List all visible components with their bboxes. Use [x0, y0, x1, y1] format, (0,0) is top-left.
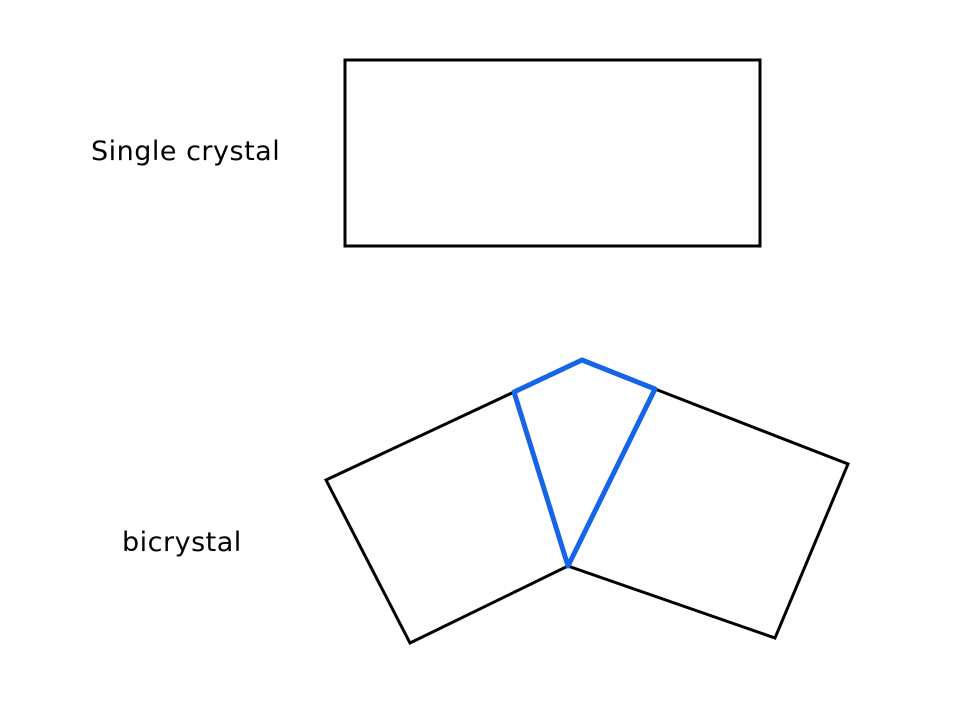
- right-grain: [565, 387, 850, 640]
- single-crystal-rectangle: [343, 58, 762, 248]
- grain-boundary-wedge: [511, 357, 658, 569]
- bicrystal-label: bicrystal: [122, 527, 242, 558]
- wedge-top-edge: [513, 358, 656, 394]
- single-crystal-label: Single crystal: [91, 136, 281, 167]
- left-grain: [323, 389, 570, 645]
